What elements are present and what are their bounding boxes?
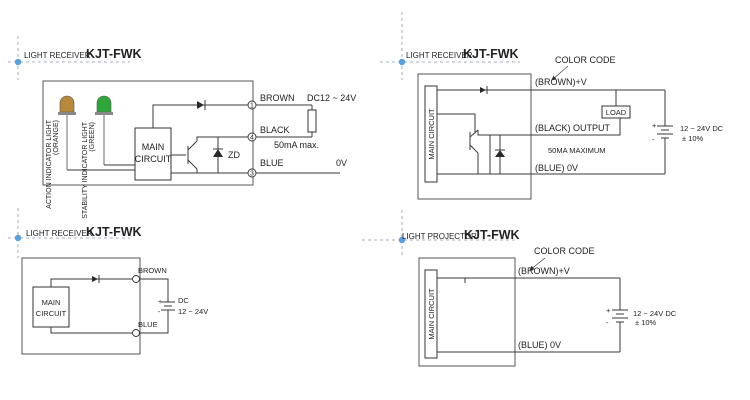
wire-brown-label: BROWN	[260, 93, 295, 103]
svg-text:3: 3	[250, 171, 254, 178]
diagram-receiver-output: LIGHT RECEIVER KJT-FWK MAIN CIRCUIT COLO…	[380, 12, 724, 200]
zener-diode	[495, 135, 505, 174]
stability-indicator-color: (GREEN)	[89, 122, 96, 152]
black-internal-wire	[196, 136, 249, 141]
supply-voltage-label: DC12 ~ 24V	[307, 93, 356, 103]
supply-tolerance-label: ± 10%	[682, 134, 704, 143]
diagram-receiver-detailed: LIGHT RECEIVER KJT-FWK ACTION INDICATOR …	[8, 36, 356, 219]
sensor-housing	[418, 257, 516, 367]
diagram4-title-prefix: LIGHT PROJECTOR	[402, 232, 477, 241]
wire-blue-label: BLUE	[260, 158, 284, 168]
diagram1-title-prefix: LIGHT RECEIVER	[24, 51, 91, 60]
terminal-blue	[132, 329, 140, 337]
load-label: LOAD	[606, 108, 627, 117]
supply-wire-bottom	[140, 310, 169, 334]
load-resistor	[307, 109, 317, 133]
color-code-label: COLOR CODE	[555, 55, 616, 65]
brown-internal-wire	[50, 278, 133, 287]
brown-line-diode	[92, 275, 100, 283]
diagram4-title-model: KJT-FWK	[464, 228, 520, 242]
sensor-housing	[21, 257, 141, 355]
supply-tolerance-label: ± 10%	[635, 318, 657, 327]
main-circuit-label: MAIN CIRCUIT	[427, 108, 436, 160]
action-indicator-led	[58, 95, 76, 170]
supply-voltage-label: 12 ~ 24V	[178, 307, 208, 316]
diagram3-title-model: KJT-FWK	[86, 225, 142, 239]
plus-sign: +	[158, 299, 162, 306]
black-output-label: (BLACK) OUTPUT	[535, 123, 611, 133]
svg-text:4: 4	[250, 135, 254, 142]
supply-voltage-label: 12 ~ 24V DC	[680, 124, 724, 133]
wire-brown-label: BROWN	[138, 266, 167, 275]
main-circuit-label-1: MAIN	[42, 298, 61, 307]
brown-wire-label: (BROWN)+V	[518, 266, 570, 276]
zero-volt-label: 0V	[336, 158, 347, 168]
blue-internal-wire	[50, 327, 133, 334]
main-circuit-bar	[424, 269, 438, 359]
dc-label: DC	[178, 296, 189, 305]
brown-line-diode	[197, 100, 206, 110]
main-circuit-bar	[424, 85, 438, 183]
minus-sign: -	[606, 318, 609, 327]
blue-wire-label: (BLUE) 0V	[535, 163, 578, 173]
brown-wire-label: (BROWN)+V	[535, 77, 587, 87]
dc-supply-battery	[161, 301, 175, 311]
main-circuit-box	[134, 127, 172, 181]
dc-supply-battery	[657, 125, 673, 139]
diagram2-title-prefix: LIGHT RECEIVER	[406, 51, 473, 60]
diagram3-title-prefix: LIGHT RECEIVER	[26, 229, 93, 238]
minus-sign: -	[158, 309, 161, 316]
title-marker-dot	[398, 58, 406, 66]
plus-sign: +	[606, 306, 611, 315]
zener-label: ZD	[228, 150, 240, 160]
dc-supply-battery	[612, 309, 628, 323]
brown-internal-wire	[152, 104, 249, 128]
main-circuit-label-2: CIRCUIT	[135, 154, 172, 164]
diagram-projector: LIGHT PROJECTOR KJT-FWK MAIN CIRCUIT COL…	[362, 210, 677, 367]
supply-voltage-label: 12 ~ 24V DC	[633, 309, 677, 318]
main-circuit-label: MAIN CIRCUIT	[427, 288, 436, 340]
diagram1-title-model: KJT-FWK	[86, 47, 142, 61]
diagram-receiver-simple: LIGHT RECEIVER KJT-FWK MAIN CIRCUIT BROW…	[8, 208, 208, 355]
title-marker-dot	[398, 236, 406, 244]
wire-blue-label: BLUE	[138, 320, 158, 329]
terminal-blue: 3	[247, 168, 257, 178]
color-code-arrow	[551, 65, 569, 81]
svg-text:1: 1	[250, 103, 254, 110]
zener-diode	[213, 137, 223, 173]
action-indicator-label: ACTION INDICATOR LIGHT	[46, 119, 53, 209]
output-transistor	[187, 140, 198, 170]
main-circuit-box	[32, 286, 70, 328]
supply-wire-top	[140, 278, 169, 302]
plus-sign: +	[652, 121, 657, 130]
stability-indicator-led	[95, 95, 113, 165]
minus-sign: -	[652, 135, 655, 144]
internal-wire	[437, 113, 476, 132]
blue-wire-label: (BLUE) 0V	[518, 340, 561, 350]
main-circuit-label-1: MAIN	[142, 142, 165, 152]
black-output-wire	[477, 118, 621, 136]
output-transistor	[469, 129, 479, 154]
main-circuit-label-2: CIRCUIT	[36, 309, 67, 318]
max-current-label: 50mA max.	[274, 140, 319, 150]
title-marker-dot	[14, 234, 22, 242]
wire-black-label: BLACK	[260, 125, 290, 135]
color-code-arrow	[529, 257, 546, 271]
action-indicator-color: (ORANGE)	[53, 120, 60, 155]
max-current-label: 50MA MAXIMUM	[548, 146, 606, 155]
terminal-brown	[132, 275, 140, 283]
color-code-label: COLOR CODE	[534, 246, 595, 256]
brown-line-diode	[480, 86, 488, 94]
title-marker-dot	[14, 58, 22, 66]
terminal-brown: 1	[247, 100, 257, 110]
diagram2-title-model: KJT-FWK	[463, 47, 519, 61]
terminal-black: 4	[247, 132, 257, 142]
sensor-housing	[417, 73, 532, 200]
